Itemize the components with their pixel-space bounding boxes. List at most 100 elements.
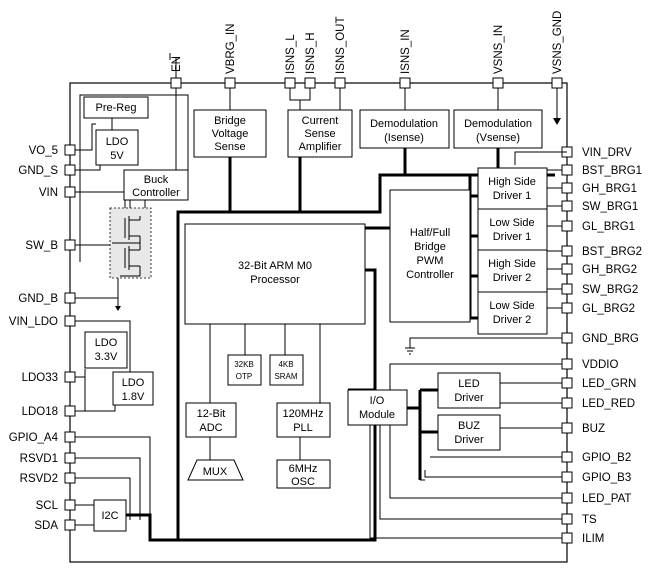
svg-text:1.8V: 1.8V: [122, 391, 145, 403]
buz-driver-block: BUZ Driver: [437, 414, 501, 451]
right-pin-led-pat: LED_PAT: [561, 492, 631, 505]
left-pin-label: SCL: [36, 500, 59, 512]
left-pin-rsvd2: RSVD2: [20, 472, 76, 485]
svg-text:Sense: Sense: [214, 141, 245, 153]
svg-text:PLL: PLL: [293, 422, 313, 434]
left-pins: VO_5 GND_S VIN SW_B GND_B VIN_LDO LDO33 …: [9, 144, 76, 532]
right-pin-label: GND_BRG: [582, 333, 639, 345]
right-pin-gpio-b3: GPIO_B3: [561, 471, 631, 484]
right-pin-led-grn: LED_GRN: [561, 377, 636, 390]
svg-text:120MHz: 120MHz: [283, 408, 324, 420]
sram-block: 4KB SRAM: [269, 354, 304, 386]
right-pin-sw-brg2: SW_BRG2: [561, 283, 638, 296]
left-pin-label: LDO33: [22, 372, 58, 384]
svg-text:Pre-Reg: Pre-Reg: [96, 102, 137, 114]
top-pin-label: VBRG_IN: [225, 24, 237, 75]
right-pin-label: SW_BRG1: [582, 201, 638, 213]
svg-text:PWM: PWM: [417, 255, 444, 267]
svg-text:Current: Current: [302, 115, 339, 127]
right-pin-ilim: ILIM: [561, 532, 604, 545]
left-pin-gnd-b: GND_B: [18, 292, 76, 305]
svg-text:LDO: LDO: [95, 337, 118, 349]
right-pin-label: LED_GRN: [582, 378, 636, 390]
left-pin-ldo33: LDO33: [22, 371, 76, 384]
left-pin-vin-ldo: VIN_LDO: [9, 315, 76, 328]
svg-text:I2C: I2C: [101, 510, 118, 522]
svg-text:Voltage: Voltage: [212, 128, 249, 140]
left-pin-rsvd1: RSVD1: [20, 452, 76, 465]
right-pin-vin-drv: VIN_DRV: [561, 146, 632, 159]
top-pin-label: VSNS_GND: [552, 11, 564, 74]
left-pin-vin: VIN: [39, 186, 76, 199]
svg-text:OTP: OTP: [236, 372, 252, 381]
top-pin-label: ISNS_H: [305, 32, 317, 74]
svg-text:Driver 2: Driver 2: [493, 272, 532, 284]
right-pin-label: GH_BRG1: [582, 183, 637, 195]
left-pin-gpio-a4: GPIO_A4: [9, 431, 76, 444]
demodulation-isense-block: Demodulation (Isense): [359, 109, 450, 149]
right-pin-gnd-brg: GND_BRG: [561, 332, 639, 345]
left-pin-label: LDO18: [22, 406, 58, 418]
svg-text:Module: Module: [359, 409, 395, 421]
svg-text:3.3V: 3.3V: [95, 351, 118, 363]
svg-text:Bridge: Bridge: [414, 241, 446, 253]
right-pin-gl-brg1: GL_BRG1: [561, 220, 635, 233]
svg-text:I/O: I/O: [370, 395, 385, 407]
svg-text:Low Side: Low Side: [489, 300, 534, 312]
right-pin-sw-brg1: SW_BRG1: [561, 200, 638, 213]
svg-text:High Side: High Side: [488, 176, 536, 188]
left-pin-label: GND_S: [18, 165, 58, 177]
svg-text:Amplifier: Amplifier: [299, 141, 342, 153]
right-pin-label: GPIO_B2: [582, 452, 631, 464]
right-pin-led-red: LED_RED: [561, 397, 635, 410]
left-pin-label: GND_B: [18, 293, 58, 305]
top-pin-vsns-in: VSNS_IN: [492, 25, 505, 89]
svg-text:(Isense): (Isense): [384, 132, 424, 144]
svg-text:LDO: LDO: [106, 136, 129, 148]
left-pin-label: RSVD1: [20, 453, 58, 465]
led-driver-block: LED Driver: [437, 372, 501, 409]
left-pin-label: VO_5: [29, 145, 58, 157]
current-sense-amplifier-block: Current Sense Amplifier: [287, 109, 353, 158]
top-pin-label: ISNS_IN: [400, 29, 412, 74]
right-pin-label: LED_PAT: [582, 493, 631, 505]
right-pin-label: BUZ: [582, 423, 605, 435]
svg-text:Processor: Processor: [250, 274, 300, 286]
right-pin-label: SW_BRG2: [582, 284, 638, 296]
ldo-1v8-block: LDO 1.8V: [112, 371, 154, 406]
right-pin-label: VIN_DRV: [582, 147, 632, 159]
demodulation-vsense-block: Demodulation (Vsense): [453, 109, 543, 149]
left-pin-label: SDA: [34, 520, 58, 532]
low-side-driver-2-block: Low Side Driver 2: [477, 291, 548, 335]
high-side-driver-2-block: High Side Driver 2: [477, 249, 548, 293]
left-pin-vo5: VO_5: [29, 144, 76, 157]
right-pin-bst-brg2: BST_BRG2: [561, 245, 642, 258]
high-side-driver-1-block: High Side Driver 1: [477, 167, 548, 210]
left-pin-gnd-s: GND_S: [18, 164, 76, 177]
buck-switch-icon: [109, 207, 152, 279]
right-pin-gh-brg1: GH_BRG1: [561, 182, 637, 195]
ldo-3v3-block: LDO 3.3V: [84, 331, 128, 369]
pll-block: 120MHz PLL: [276, 402, 331, 438]
top-pin-label: EN: [171, 56, 183, 72]
right-pins: VIN_DRV BST_BRG1 GH_BRG1 SW_BRG1 GL_BRG1…: [561, 146, 642, 545]
svg-text:Demodulation: Demodulation: [464, 118, 532, 130]
i2c-block: I2C: [93, 499, 127, 532]
low-side-driver-1-block: Low Side Driver 1: [477, 208, 548, 251]
right-pin-gl-brg2: GL_BRG2: [561, 302, 635, 315]
svg-text:Half/Full: Half/Full: [410, 227, 450, 239]
top-pins: EN VBRG_IN ISNS_L ISNS_H ISNS_OUT ISNS_I…: [169, 11, 564, 89]
right-pin-label: GL_BRG1: [582, 221, 635, 233]
svg-text:Driver 2: Driver 2: [493, 314, 532, 326]
top-pin-isns-out: ISNS_OUT: [334, 16, 347, 89]
right-pin-label: GH_BRG2: [582, 264, 637, 276]
right-pin-ts: TS: [561, 513, 597, 526]
svg-text:LDO: LDO: [122, 377, 145, 389]
ldo-5v-block: LDO 5V: [95, 129, 139, 166]
right-pin-gh-brg2: GH_BRG2: [561, 263, 637, 276]
pin-box: [170, 77, 182, 89]
svg-text:LED: LED: [458, 378, 479, 390]
prereg-block: Pre-Reg: [83, 96, 149, 119]
left-pin-sw-b: SW_B: [25, 239, 76, 252]
